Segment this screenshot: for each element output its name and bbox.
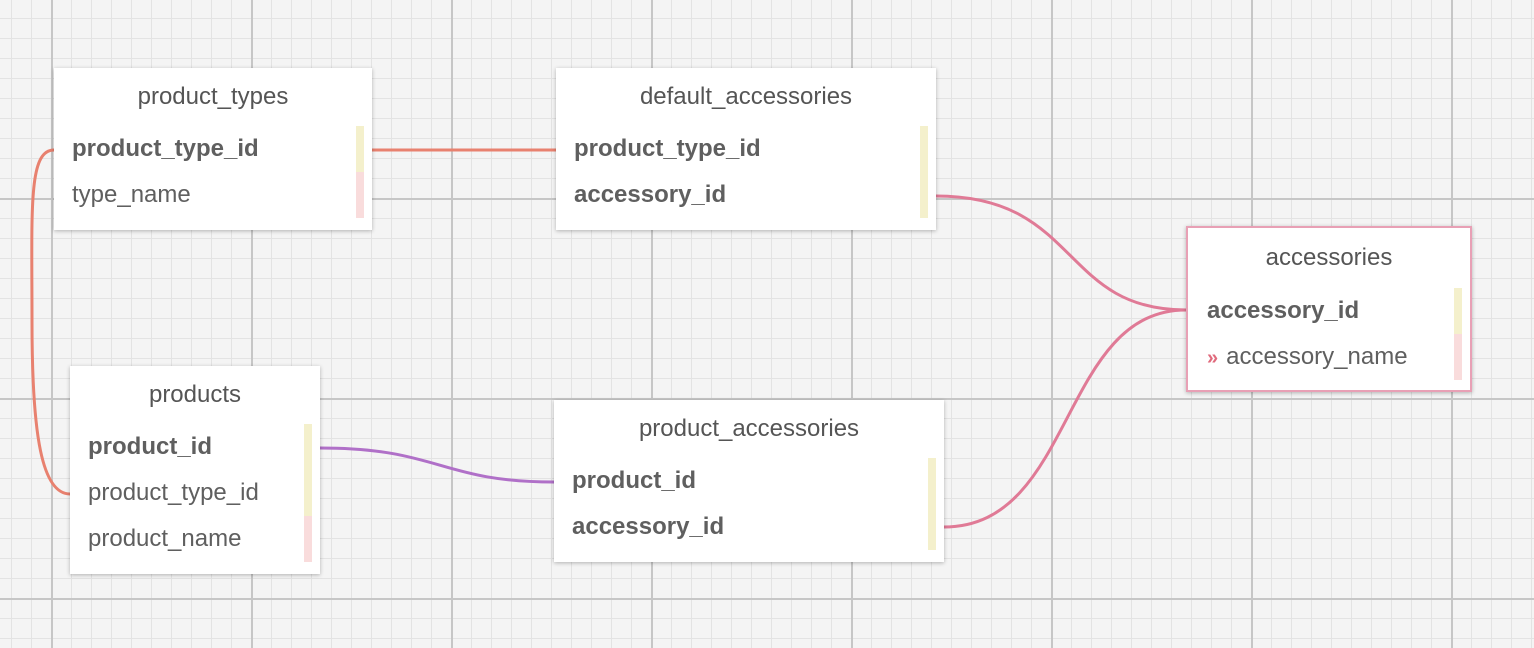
- column-row[interactable]: product_name: [70, 516, 320, 562]
- key-indicator-bar: [356, 126, 364, 172]
- table-title: accessories: [1265, 244, 1393, 271]
- key-indicator-bar: [304, 470, 312, 516]
- column-row[interactable]: product_id: [554, 458, 944, 504]
- table-title: products: [148, 381, 242, 408]
- field-indicator-bar: [304, 516, 312, 562]
- column-name: product_type_id: [72, 135, 259, 162]
- key-indicator-bar: [304, 424, 312, 470]
- column-name: product_type_id: [88, 479, 259, 506]
- link-products-to-product-accessories[interactable]: [319, 446, 555, 484]
- key-indicator-bar: [928, 504, 936, 550]
- column-name: accessory_id: [574, 181, 727, 208]
- table-products[interactable]: products product_id product_type_id prod…: [70, 366, 320, 574]
- key-indicator-bar: [928, 458, 936, 504]
- link-product-accessories-to-accessories[interactable]: [943, 308, 1187, 529]
- column-row[interactable]: » accessory_name: [1188, 334, 1470, 380]
- field-indicator-bar: [356, 172, 364, 218]
- column-name: product_id: [88, 433, 212, 460]
- column-name: accessory_id: [1207, 297, 1360, 324]
- table-title: product_accessories: [638, 415, 860, 442]
- column-name: type_name: [72, 181, 191, 208]
- table-title: default_accessories: [639, 83, 853, 110]
- column-row[interactable]: product_type_id: [556, 126, 936, 172]
- table-product-types[interactable]: product_types product_type_id type_name: [54, 68, 372, 230]
- column-row[interactable]: accessory_id: [1188, 288, 1470, 334]
- column-name: accessory_name: [1226, 343, 1408, 370]
- column-name: accessory_id: [572, 513, 725, 540]
- column-row[interactable]: accessory_id: [554, 504, 944, 550]
- double-chevron-right-icon: »: [1207, 347, 1219, 369]
- table-default-accessories[interactable]: default_accessories product_type_id acce…: [556, 68, 936, 230]
- key-indicator-bar: [920, 126, 928, 172]
- column-row[interactable]: product_id: [70, 424, 320, 470]
- field-indicator-bar: [1454, 334, 1462, 380]
- column-row[interactable]: product_type_id: [70, 470, 320, 516]
- link-default-accessories-to-accessories[interactable]: [935, 194, 1187, 312]
- column-name: product_type_id: [574, 135, 761, 162]
- table-product-accessories[interactable]: product_accessories product_id accessory…: [554, 400, 944, 562]
- table-accessories[interactable]: accessories accessory_id » accessory_name: [1186, 226, 1472, 392]
- column-row[interactable]: accessory_id: [556, 172, 936, 218]
- table-title: product_types: [137, 83, 289, 110]
- column-name: product_name: [88, 525, 242, 552]
- key-indicator-bar: [1454, 288, 1462, 334]
- column-row[interactable]: type_name: [54, 172, 372, 218]
- column-row[interactable]: product_type_id: [54, 126, 372, 172]
- column-name: product_id: [572, 467, 696, 494]
- key-indicator-bar: [920, 172, 928, 218]
